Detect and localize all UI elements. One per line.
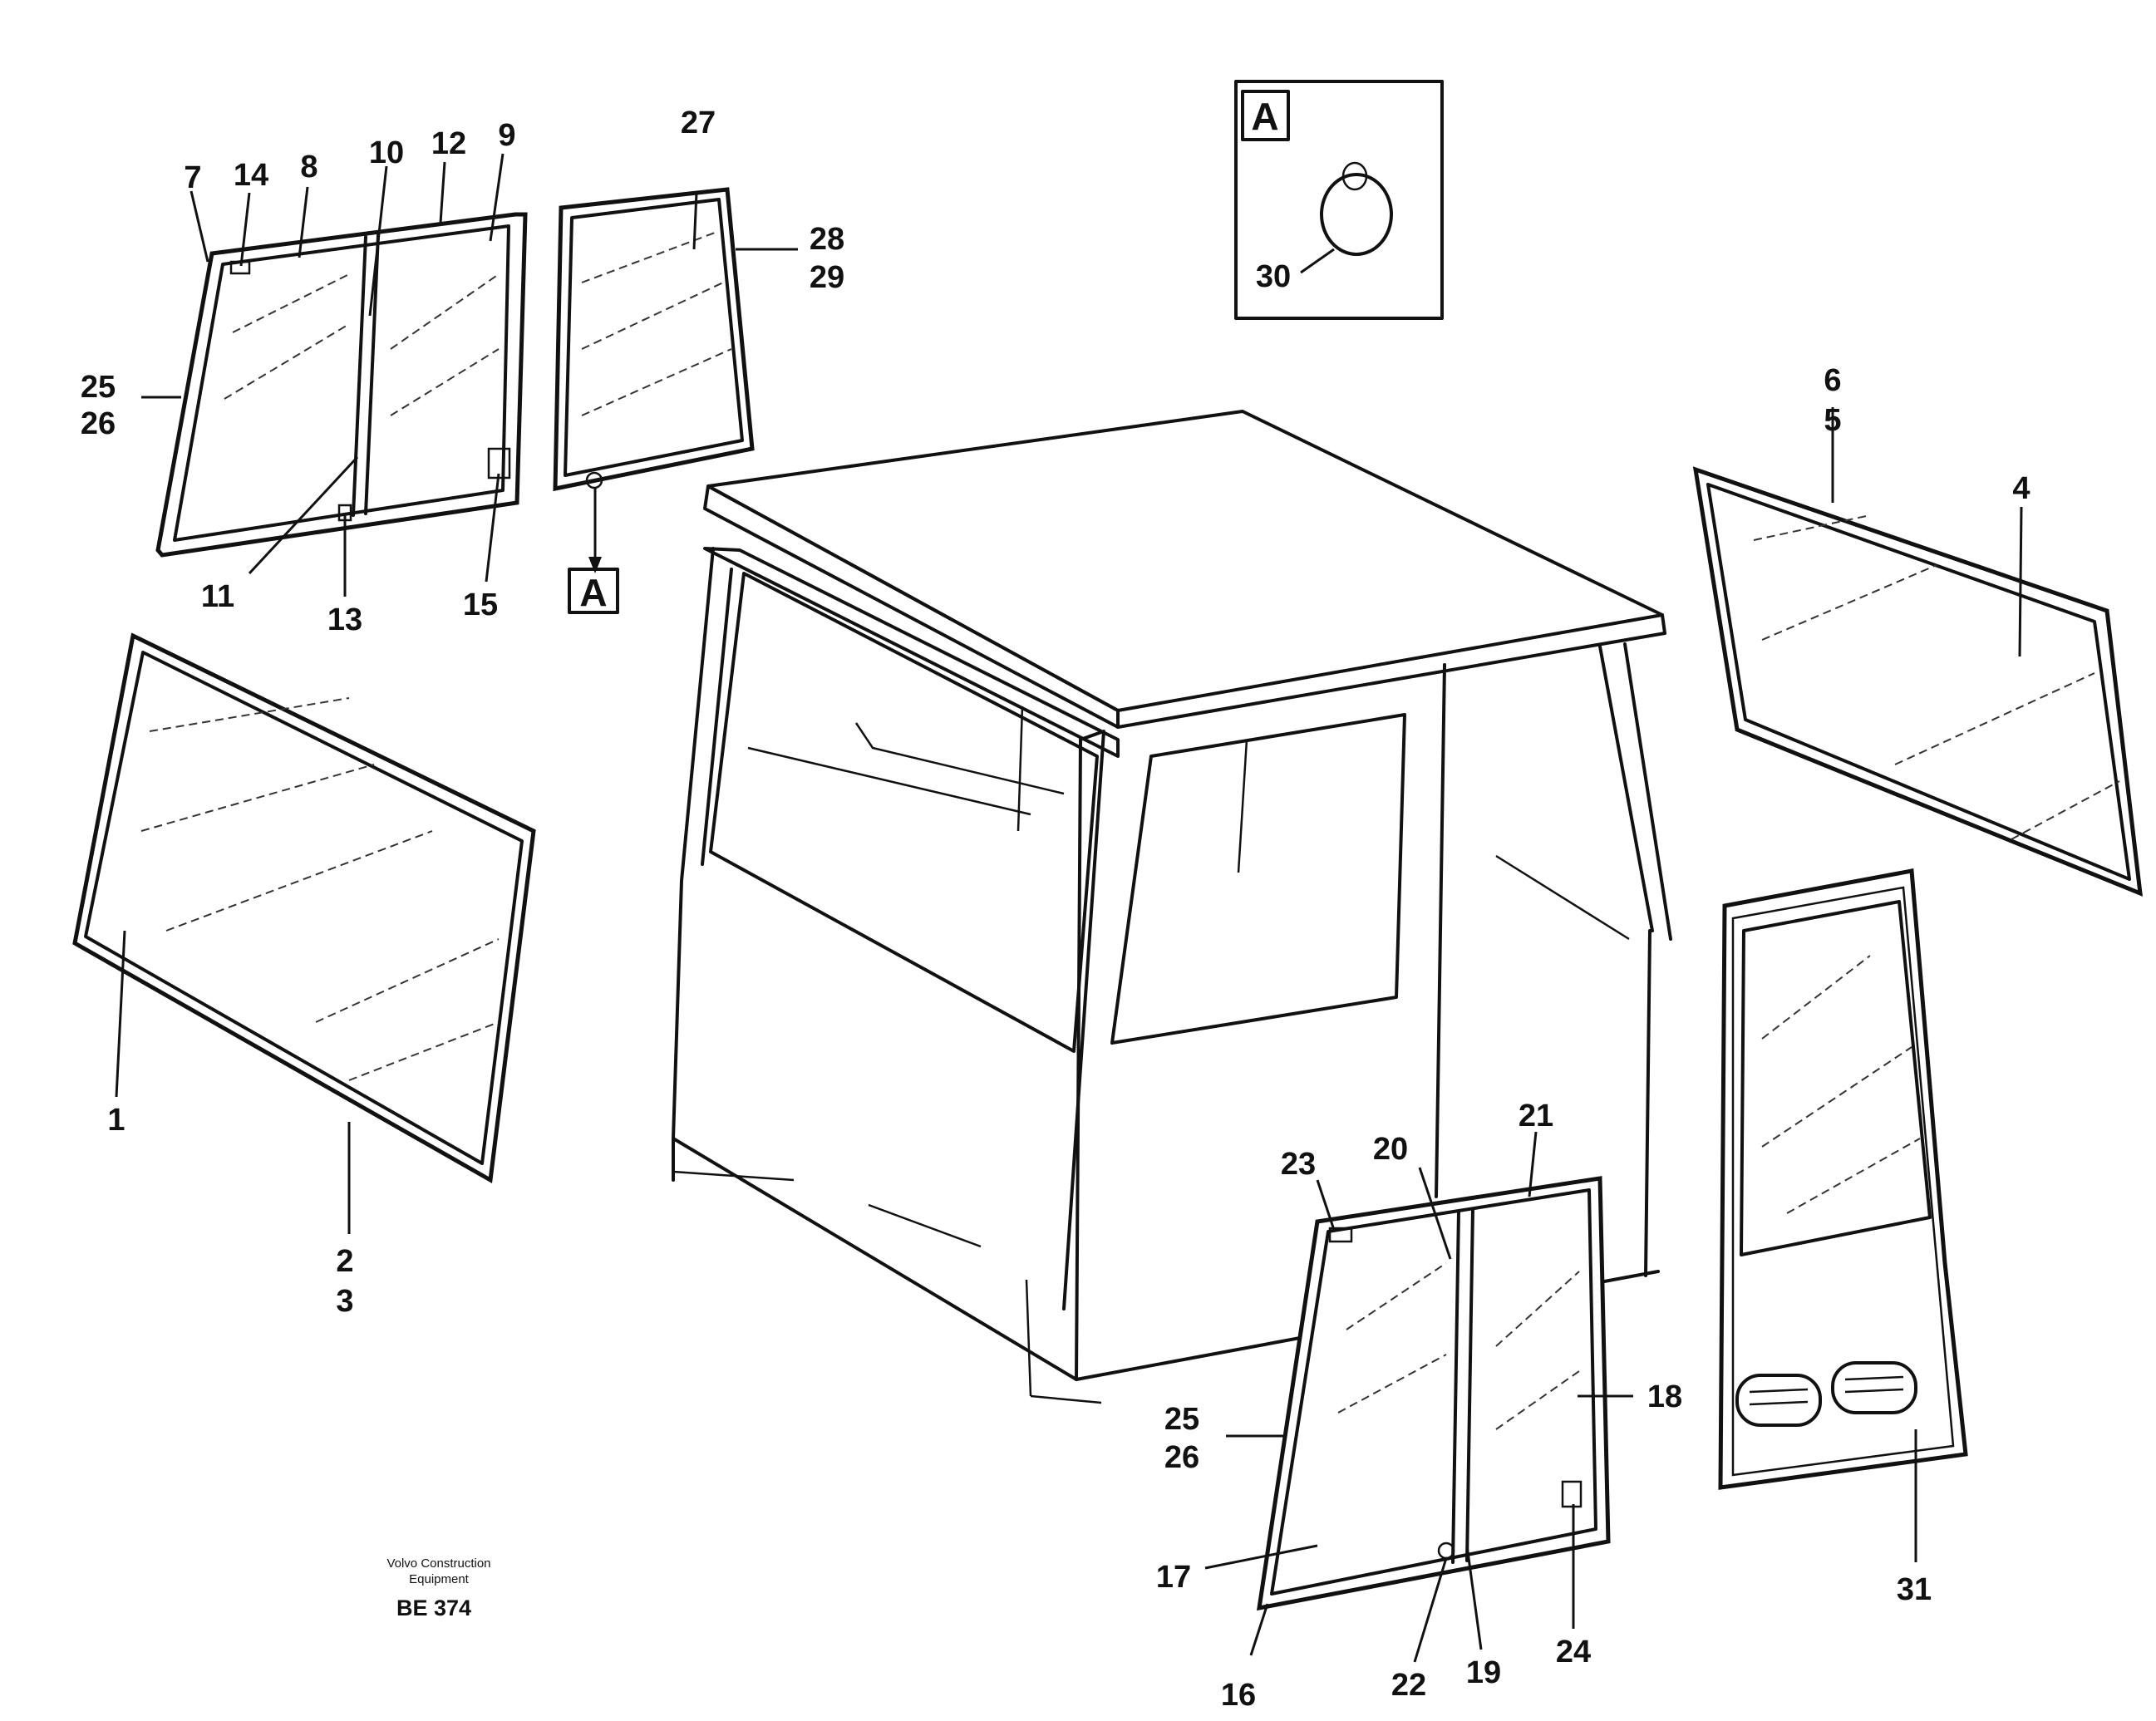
sliding-side-window <box>155 212 528 558</box>
callout-25-lower: 25 <box>1164 1402 1199 1437</box>
callout-14: 14 <box>234 158 268 193</box>
callout-8: 8 <box>300 150 317 184</box>
drawing-code: BE 374 <box>396 1596 471 1620</box>
callout-26-upper: 26 <box>81 406 116 441</box>
windscreen <box>72 632 536 1184</box>
callout-30: 30 <box>1256 259 1291 294</box>
callout-24: 24 <box>1556 1635 1591 1669</box>
callout-23: 23 <box>1281 1147 1316 1182</box>
detail-a-box: A <box>1234 80 1444 320</box>
callout-9: 9 <box>498 118 515 153</box>
callout-22: 22 <box>1391 1668 1426 1703</box>
callout-17: 17 <box>1156 1560 1191 1595</box>
callout-25-upper: 25 <box>81 370 116 405</box>
callout-6: 6 <box>1824 363 1841 398</box>
callout-13: 13 <box>327 602 362 637</box>
callout-5: 5 <box>1824 403 1841 438</box>
callout-28: 28 <box>810 222 844 257</box>
callout-27: 27 <box>681 106 716 140</box>
callout-7: 7 <box>184 160 201 195</box>
callout-11: 11 <box>201 579 234 614</box>
callout-1: 1 <box>107 1103 125 1138</box>
callout-12: 12 <box>431 126 466 161</box>
side-window <box>1692 466 2143 897</box>
footer: Volvo Construction Equipment BE 374 <box>386 1556 490 1620</box>
door-panel <box>1718 868 1968 1490</box>
callout-29: 29 <box>810 260 844 295</box>
lower-sliding-window <box>1257 1176 1611 1611</box>
callout-4: 4 <box>2012 471 2030 506</box>
detail-a-reference-label: A <box>579 571 607 614</box>
callout-26-lower: 26 <box>1164 1440 1199 1475</box>
callout-21: 21 <box>1519 1099 1553 1133</box>
callout-numbers: 7 14 8 10 12 9 25 26 11 13 15 27 28 29 3… <box>81 106 2030 1713</box>
leader-lines <box>115 153 2023 1663</box>
callout-3: 3 <box>336 1284 353 1319</box>
company-line-1: Volvo Construction <box>386 1556 490 1571</box>
detail-a-label: A <box>1251 95 1278 138</box>
detail-a-reference: A <box>568 489 619 614</box>
quarter-window <box>553 187 755 492</box>
callout-10: 10 <box>369 135 404 170</box>
callout-16: 16 <box>1221 1678 1256 1713</box>
callout-15: 15 <box>463 588 498 622</box>
callout-19: 19 <box>1466 1655 1501 1690</box>
callout-20: 20 <box>1373 1132 1408 1167</box>
callout-31: 31 <box>1897 1572 1932 1607</box>
callout-18: 18 <box>1647 1379 1682 1414</box>
cab-body <box>672 410 1672 1404</box>
callout-2: 2 <box>336 1244 353 1279</box>
company-line-2: Equipment <box>409 1572 470 1586</box>
